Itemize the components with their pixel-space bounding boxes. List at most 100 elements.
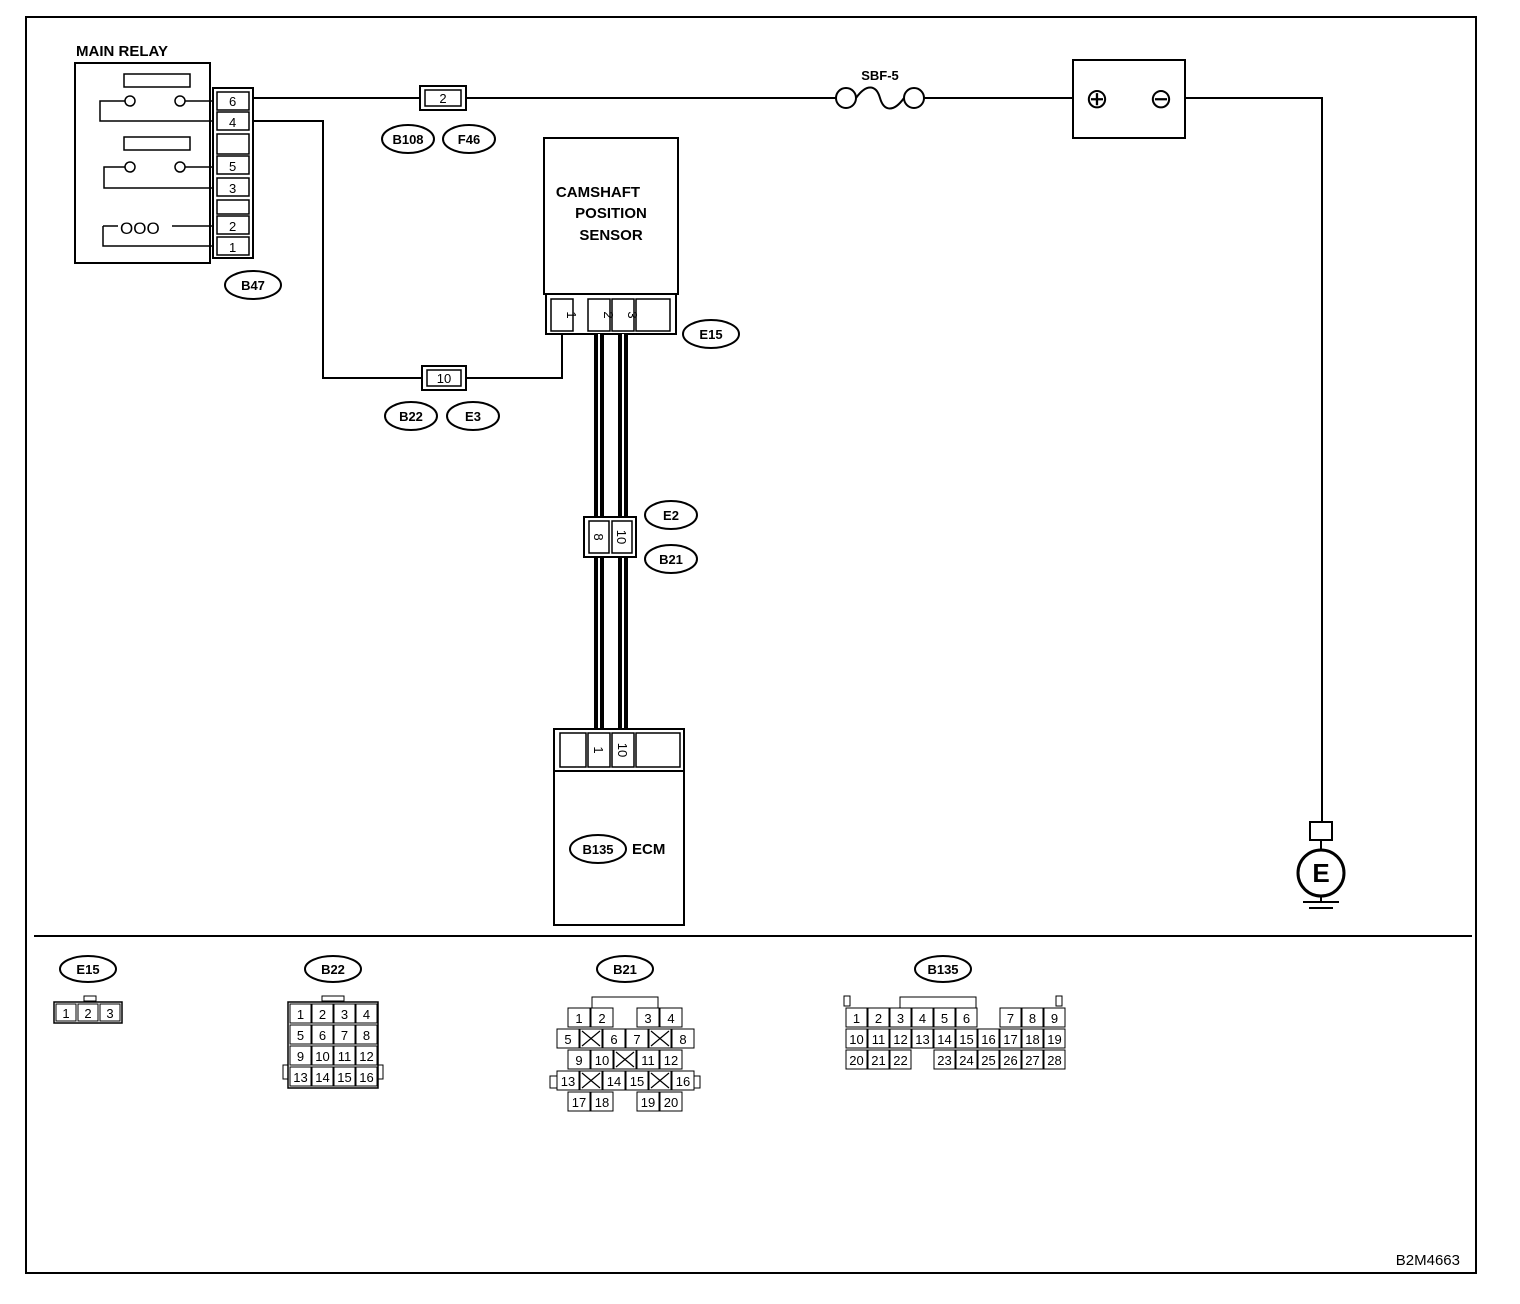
b21-pin-number: 14 [607,1074,621,1089]
b135-pin-number: 7 [1007,1011,1014,1026]
b135-pin-number: 19 [1047,1032,1061,1047]
b135-label: B135 [582,842,613,857]
b22-pin-number: 2 [319,1007,326,1022]
fuse-element [855,86,905,110]
b135-pin-number: 8 [1029,1011,1036,1026]
sensor-title-line-3: SENSOR [579,227,643,244]
b135-pin-number: 21 [871,1053,885,1068]
b135-cavity [1043,1028,1066,1049]
b21-pin-number: 20 [664,1095,678,1110]
b135-cavity [999,1049,1022,1070]
fuse-label: SBF-5 [861,68,899,83]
b135-cavity [889,1007,912,1028]
e15-pin-2: 2 [601,311,616,318]
b21-pin-number: 15 [630,1074,644,1089]
battery [1072,59,1186,139]
b21-cavity [590,1049,614,1070]
fuse-terminal-left [835,87,857,109]
b135-cavity [999,1007,1022,1028]
b21-pin-number: 17 [572,1095,586,1110]
connector-view-b135-title: B135 [927,962,958,977]
b135-pin-number: 18 [1025,1032,1039,1047]
b135-pin-number: 12 [893,1032,907,1047]
b22-pin-number: 8 [363,1028,370,1043]
b21-pin-number: 13 [561,1074,575,1089]
b21-cavity [671,1028,695,1049]
main-relay-body [74,62,211,264]
e15-pin-1: 1 [564,311,579,318]
b135-pin-number: 13 [915,1032,929,1047]
e2-b21-pin-8: 8 [591,533,606,540]
b22-pin-number: 9 [297,1049,304,1064]
b22-pin-number: 4 [363,1007,370,1022]
battery-positive: ⊕ [1085,83,1108,114]
e2-label: E2 [663,508,679,523]
main-relay-title: MAIN RELAY [76,43,168,60]
connector-view-b21-title: B21 [613,962,637,977]
b21-cavity [659,1091,683,1112]
b21-cavity [625,1070,649,1091]
b21-label: B21 [659,552,683,567]
b22-cavity [289,1024,312,1045]
b21-pin-number: 7 [633,1032,640,1047]
b135-pin-number: 2 [875,1011,882,1026]
b21-blank-cavity [650,1030,670,1047]
e15-connector: 1 2 3 [545,293,677,335]
b22-pin-number: 16 [359,1070,373,1085]
b21-blank-cavity [581,1072,601,1089]
b22-cavity [311,1003,334,1024]
b47-pin-4: 4 [229,115,236,130]
b135-cavity [889,1049,912,1070]
b135-pin-number: 6 [963,1011,970,1026]
b135-pin-number: 5 [941,1011,948,1026]
b135-cavity [933,1028,956,1049]
b135-cavity [1043,1007,1066,1028]
wire-b22-to-sensor [466,333,563,379]
e15-view-pin: 3 [106,1006,113,1021]
b135-cavity [955,1007,978,1028]
b21-blank-cavity [650,1072,670,1089]
b21-pin-number: 11 [641,1053,655,1068]
b21-cavity [602,1028,626,1049]
b135-cavity [845,1049,868,1070]
b21-cavity [556,1028,580,1049]
b21-pin-number: 9 [575,1053,582,1068]
battery-negative: ⊖ [1149,83,1172,114]
b21-cavity [659,1049,683,1070]
b135-cavity [867,1049,890,1070]
b21-pin-number: 12 [664,1053,678,1068]
e15-label: E15 [699,327,722,342]
e2-b21-pin-10: 10 [614,530,629,544]
b47-label: B47 [241,278,265,293]
b22-cavity [289,1003,312,1024]
b135-pin-number: 10 [849,1032,863,1047]
b47-pin-2: 2 [229,219,236,234]
b135-cavity [845,1028,868,1049]
b22-cavity [355,1066,378,1087]
e3-label: E3 [465,409,481,424]
sensor-title-line-1: CAMSHAFT [556,184,640,201]
b135-cavity [867,1007,890,1028]
b22-cavity [311,1045,334,1066]
b135-cavity [1043,1049,1066,1070]
b135-cavity [977,1049,1000,1070]
b22-cavity [355,1024,378,1045]
b135-cavity [1021,1049,1044,1070]
b22-pin-number: 10 [315,1049,329,1064]
b22-pin-number: 14 [315,1070,329,1085]
b135-pin-number: 11 [872,1032,886,1047]
connector-view-b22-title: B22 [321,962,345,977]
b21-pin-number: 5 [564,1032,571,1047]
f46-label: F46 [458,132,480,147]
connector-view-e15: E15 1 2 3 [53,955,123,1024]
b135-cavity [1021,1007,1044,1028]
b135-pin-number: 4 [919,1011,926,1026]
b21-cavity [567,1091,591,1112]
b135-cavity [911,1007,934,1028]
wire-battery-to-ground [1185,97,1323,822]
b135-cavity [977,1028,1000,1049]
ground-symbol: E [1296,821,1346,909]
b22-cavity [311,1024,334,1045]
b22-cavity [289,1045,312,1066]
